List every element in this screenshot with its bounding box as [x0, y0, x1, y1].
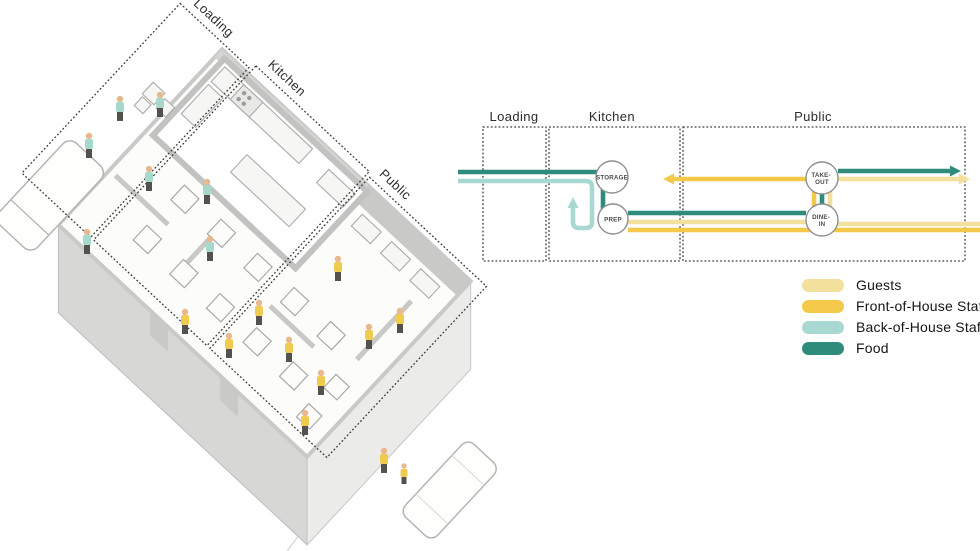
guests-flow-lines	[628, 173, 980, 227]
person-figure-teal	[203, 178, 211, 204]
dining-partition-wall	[113, 173, 170, 227]
legend-swatch-food	[802, 342, 844, 355]
person-figure-teal	[116, 95, 124, 121]
flow-zone-label-loading: Loading	[489, 109, 538, 124]
door-opening	[150, 310, 168, 352]
stove-burner	[241, 90, 247, 96]
table	[242, 326, 273, 357]
legend-label-food: Food	[856, 340, 889, 356]
crate	[133, 95, 152, 115]
booth-seat	[379, 240, 412, 272]
dining-tables	[132, 184, 351, 430]
public-north-wall-band	[354, 185, 471, 296]
person-figure-yellow	[225, 332, 233, 358]
flow-nodes: STORAGE PREP TAKE- OUT DINE- IN	[595, 160, 839, 237]
person-figure-teal	[83, 228, 91, 254]
table	[205, 292, 236, 323]
iso-zone-box-public	[208, 176, 488, 459]
iso-zone-box-kitchen	[92, 64, 371, 347]
booth-seat	[409, 268, 441, 300]
person-figure-yellow	[365, 323, 373, 349]
boh-flow-loading-prep-up	[458, 178, 595, 231]
flow-zone-box-loading	[482, 126, 547, 262]
legend-label-guests: Guests	[856, 277, 902, 293]
legend-swatch-back-of-house	[802, 321, 844, 334]
flow-node-takeout	[805, 161, 839, 195]
kitchen-pass-counter	[315, 168, 356, 208]
person-figure-teal	[85, 132, 93, 158]
person-figure-yellow	[400, 463, 408, 484]
flow-zone-label-public: Public	[794, 109, 832, 124]
table	[278, 360, 309, 391]
flow-zone-box-kitchen	[548, 126, 681, 262]
table	[243, 252, 273, 283]
stove-burner	[236, 96, 241, 102]
kitchen-back-counter	[210, 66, 314, 165]
iso-zone-label-kitchen: Kitchen	[265, 57, 309, 99]
stove-burner	[247, 95, 252, 101]
person-figure-yellow	[255, 299, 263, 325]
person-figure-yellow	[334, 255, 342, 281]
flow-node-prep	[597, 203, 629, 235]
table	[206, 218, 237, 249]
person-figure-yellow	[301, 409, 309, 435]
flow-zone-label-kitchen: Kitchen	[589, 109, 635, 124]
legend-label-back-of-house: Back-of-House Staff	[856, 319, 980, 335]
dining-partition-wall	[268, 304, 316, 349]
flow-node-storage-label: STORAGE	[596, 175, 628, 182]
table	[279, 286, 310, 317]
kitchen-stove	[229, 83, 264, 118]
flow-node-storage	[595, 160, 629, 194]
people-back-of-house	[83, 91, 214, 261]
iso-zone-box-loading	[20, 2, 250, 239]
table	[169, 184, 200, 215]
table	[132, 224, 163, 255]
flow-node-takeout-label: TAKE- OUT	[811, 172, 832, 186]
kitchen-appliance	[180, 83, 224, 129]
table	[168, 258, 199, 289]
person-figure-yellow	[396, 307, 404, 333]
person-figure-teal	[156, 91, 164, 117]
legend-swatch-front-of-house	[802, 300, 844, 313]
building-floor	[55, 46, 474, 460]
flow-node-dinein	[805, 203, 839, 237]
stove-burner	[241, 101, 246, 106]
person-figure-yellow	[317, 369, 325, 395]
car-outline	[402, 441, 497, 539]
person-figure-teal	[206, 235, 214, 261]
flow-node-prep-label: PREP	[604, 217, 622, 224]
flow-diagram: Loading Kitchen Public	[458, 109, 980, 356]
people-front-of-house	[181, 255, 408, 484]
legend-swatch-guests	[802, 279, 844, 292]
back-of-house-flow-lines	[458, 178, 595, 231]
person-figure-yellow	[181, 308, 189, 334]
legend-label-front-of-house: Front-of-House Staff	[856, 298, 980, 314]
booth-seat	[350, 213, 383, 245]
table	[322, 373, 351, 401]
table	[316, 320, 347, 351]
isometric-building-view: Loading Kitchen Public	[0, 0, 497, 551]
flow-zone-box-public	[682, 126, 966, 262]
person-figure-teal	[145, 165, 153, 191]
person-figure-yellow	[380, 447, 388, 473]
front-of-house-flow-lines	[628, 173, 980, 233]
kitchen-island	[229, 153, 307, 228]
person-figure-yellow	[285, 336, 293, 362]
flow-legend: Guests Front-of-House Staff Back-of-Hous…	[802, 277, 980, 356]
flow-node-dinein-label: DINE- IN	[812, 214, 832, 228]
door-opening	[220, 375, 238, 417]
